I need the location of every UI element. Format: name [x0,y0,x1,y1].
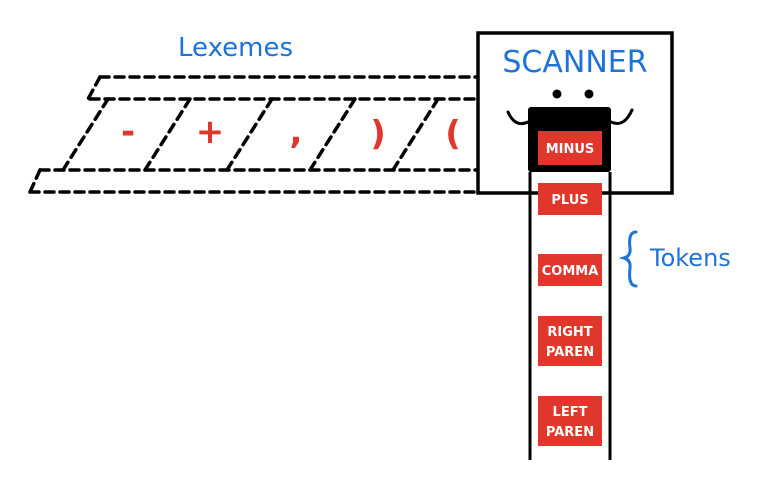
lexeme-symbol: ( [445,114,461,154]
mascot-left-arm [506,110,530,126]
token-item: COMMA [538,254,602,286]
token-item: RIGHT PAREN [538,316,602,366]
token-item: MINUS [538,131,602,165]
mascot-right-arm [609,108,634,125]
token-label: MINUS [546,142,595,157]
lexeme-tape [28,75,480,194]
token-label: LEFT [553,405,588,420]
tape-divider [143,97,192,172]
token-card [538,183,602,215]
lexeme-symbol: , [290,112,303,152]
token-item: LEFT PAREN [538,396,602,446]
mascot-eye [584,89,594,99]
lexeme-symbol: + [196,112,225,152]
token-card [538,396,602,446]
token-label: PAREN [546,345,594,360]
token-label: PLUS [551,193,588,208]
token-label: RIGHT [547,325,592,340]
token-card [538,131,602,165]
mascot-eye [552,89,562,99]
lexeme-symbols: - + , ) ( [121,112,461,154]
tokens-title: Tokens [649,244,731,272]
token-card [538,316,602,366]
tokens-brace [618,230,638,288]
lexemes-title: Lexemes [178,33,293,63]
token-belt [528,172,612,460]
token-label: PAREN [546,425,594,440]
tape-divider [61,97,110,172]
scanner-title: SCANNER [502,45,647,80]
tape-divider [225,97,274,172]
tape-left-bottom-edge [28,168,42,194]
tape-divider [391,97,440,172]
token-card [538,254,602,286]
token-item: PLUS [538,183,602,215]
token-label: COMMA [542,264,599,279]
lexeme-symbol: ) [370,114,386,154]
lexeme-symbol: - [121,112,135,152]
tape-divider [308,97,357,172]
tape-left-top-edge [86,75,102,101]
token-list: MINUS PLUS COMMA RIGHT PAREN LEFT PAREN [538,131,602,446]
